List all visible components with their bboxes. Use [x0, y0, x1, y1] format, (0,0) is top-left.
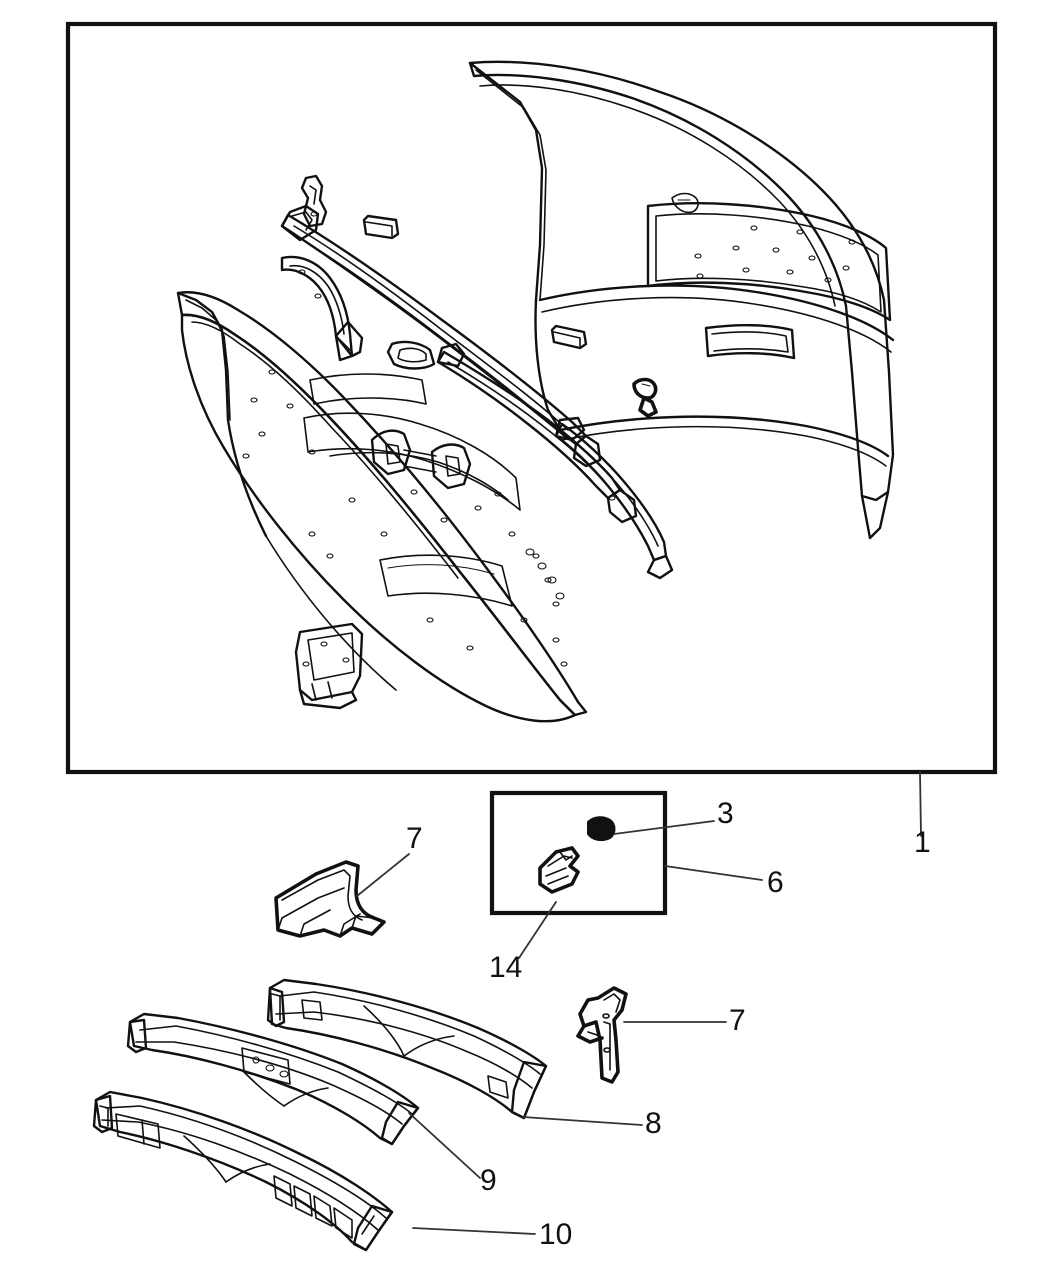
screw-fastener	[587, 816, 616, 842]
callout-number-3[interactable]: 3	[717, 797, 734, 830]
callout-number-8[interactable]: 8	[645, 1107, 662, 1140]
liftgate-assembly-frame	[65, 21, 998, 775]
leader-line-14	[518, 901, 557, 959]
leader-line-10	[412, 1227, 536, 1235]
retainer-clip	[538, 846, 580, 894]
callout-number-7-left[interactable]: 7	[406, 822, 423, 855]
callout-number-14[interactable]: 14	[489, 951, 522, 984]
hardware-inset-frame	[489, 790, 668, 916]
callout-number-1[interactable]: 1	[914, 826, 931, 859]
callout-number-7-right[interactable]: 7	[729, 1004, 746, 1037]
callout-number-6[interactable]: 6	[767, 866, 784, 899]
leader-line-1	[919, 771, 922, 837]
callout-number-9[interactable]: 9	[480, 1164, 497, 1197]
leader-line-6	[664, 865, 763, 881]
leader-line-7-left	[356, 853, 410, 897]
leader-line-9	[408, 1112, 481, 1179]
callout-number-10[interactable]: 10	[539, 1218, 572, 1251]
leader-line-3	[613, 820, 715, 835]
leader-line-8	[522, 1116, 643, 1126]
